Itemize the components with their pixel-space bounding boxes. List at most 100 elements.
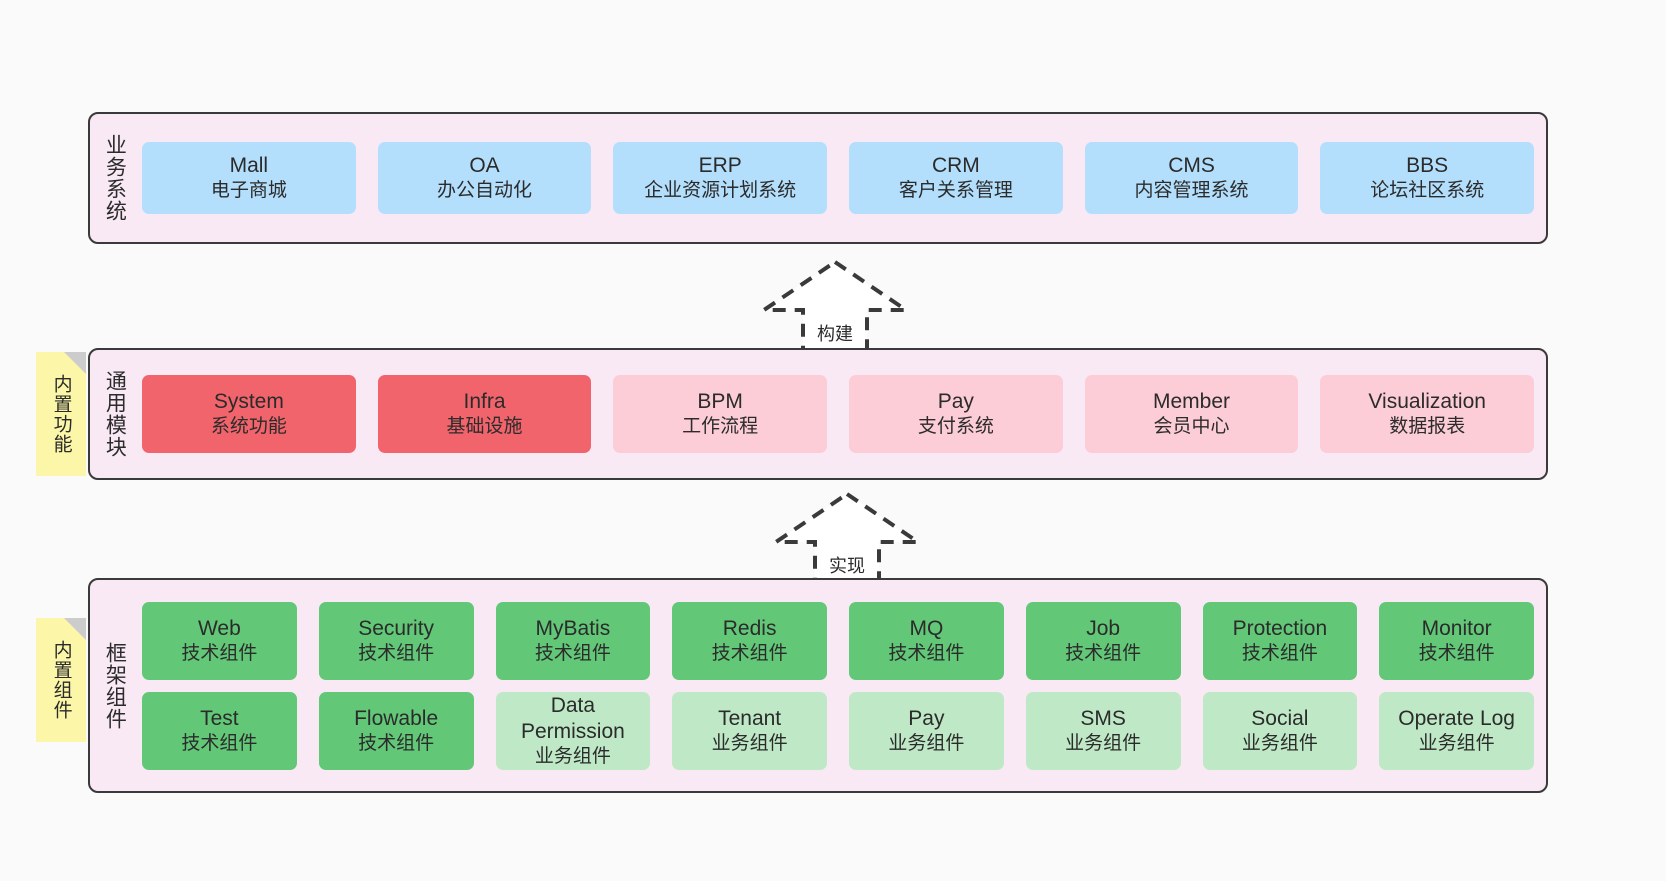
node-title-en: OA bbox=[469, 154, 500, 178]
node-title-en: Operate Log bbox=[1398, 706, 1515, 730]
node-monitor[interactable]: Monitor 技术组件 bbox=[1379, 601, 1534, 680]
node-title-en: Social bbox=[1251, 706, 1309, 730]
layer-body-business: Mall 电子商城 OA 办公自动化 ERP 企业资源计划系统 CRM 客户关系… bbox=[138, 114, 1546, 242]
node-flowable[interactable]: Flowable 技术组件 bbox=[318, 691, 474, 770]
node-system[interactable]: System 系统功能 bbox=[142, 375, 356, 453]
node-title-cn: 技术组件 bbox=[888, 642, 965, 664]
node-title-en: Pay bbox=[937, 390, 974, 414]
node-title-cn: 支付系统 bbox=[917, 416, 994, 438]
node-infra[interactable]: Infra 基础设施 bbox=[377, 375, 592, 453]
node-tenant[interactable]: Tenant 业务组件 bbox=[672, 691, 827, 770]
node-title-cn: 会员中心 bbox=[1153, 416, 1230, 438]
node-title-en: Protection bbox=[1232, 616, 1328, 640]
node-title-en: Visualization bbox=[1368, 390, 1486, 414]
arrow-up-icon bbox=[757, 259, 913, 352]
node-redis[interactable]: Redis 技术组件 bbox=[672, 601, 827, 680]
node-title-cn: 技术组件 bbox=[358, 642, 435, 664]
node-title-cn: 业务组件 bbox=[888, 732, 965, 754]
layer-row: Mall 电子商城 OA 办公自动化 ERP 企业资源计划系统 CRM 客户关系… bbox=[142, 142, 1535, 214]
node-title-en: ERP bbox=[698, 154, 742, 178]
node-title-cn: 工作流程 bbox=[682, 416, 759, 438]
node-title-en: Security bbox=[358, 616, 435, 640]
node-title-en: CMS bbox=[1168, 154, 1215, 178]
node-member[interactable]: Member 会员中心 bbox=[1084, 375, 1299, 453]
node-title-cn: 办公自动化 bbox=[437, 180, 533, 202]
node-title-en: System bbox=[213, 390, 284, 414]
layer-title-framework: 框架组件 bbox=[103, 641, 127, 730]
node-job[interactable]: Job 技术组件 bbox=[1025, 601, 1181, 680]
node-bbs[interactable]: BBS 论坛社区系统 bbox=[1320, 142, 1535, 214]
layer-row: Web 技术组件 Security 技术组件 MyBatis 技术组件 Redi… bbox=[142, 601, 1534, 680]
arrow-build: 构建 bbox=[757, 258, 913, 354]
node-social[interactable]: Social 业务组件 bbox=[1202, 691, 1358, 770]
node-title-en: Mall bbox=[229, 154, 269, 178]
node-protection[interactable]: Protection 技术组件 bbox=[1202, 601, 1358, 680]
node-title-cn: 系统功能 bbox=[210, 416, 287, 438]
layer-row: System 系统功能 Infra 基础设施 BPM 工作流程 Pay 支付系统… bbox=[142, 375, 1535, 453]
node-title-cn: 论坛社区系统 bbox=[1370, 180, 1485, 202]
layer-body-framework: Web 技术组件 Security 技术组件 MyBatis 技术组件 Redi… bbox=[138, 580, 1546, 791]
node-cms[interactable]: CMS 内容管理系统 bbox=[1084, 142, 1299, 214]
node-title-en: CRM bbox=[931, 154, 980, 178]
node-title-en: Monitor bbox=[1421, 616, 1492, 640]
node-title-en: Member bbox=[1153, 390, 1231, 414]
node-mq[interactable]: MQ 技术组件 bbox=[849, 601, 1004, 680]
node-mybatis[interactable]: MyBatis 技术组件 bbox=[495, 601, 651, 680]
layer-row: Test 技术组件 Flowable 技术组件 Data Permission … bbox=[142, 691, 1534, 770]
node-security[interactable]: Security 技术组件 bbox=[318, 601, 474, 680]
node-title-en: MQ bbox=[909, 616, 944, 640]
node-title-cn: 技术组件 bbox=[1241, 642, 1318, 664]
node-title-en: BBS bbox=[1406, 154, 1449, 178]
node-title-en: BPM bbox=[697, 390, 743, 414]
node-title-cn: 业务组件 bbox=[1418, 732, 1495, 754]
arrow-implement: 实现 bbox=[769, 490, 925, 586]
node-title-cn: 业务组件 bbox=[1241, 732, 1318, 754]
node-title-cn: 基础设施 bbox=[446, 416, 523, 438]
node-title-cn: 数据报表 bbox=[1389, 416, 1466, 438]
node-mall[interactable]: Mall 电子商城 bbox=[142, 142, 356, 214]
node-bpm[interactable]: BPM 工作流程 bbox=[613, 375, 828, 453]
node-title-cn: 技术组件 bbox=[534, 642, 611, 664]
node-title-en: Tenant bbox=[718, 706, 782, 730]
node-title-cn: 内容管理系统 bbox=[1134, 180, 1249, 202]
node-title-en: Test bbox=[200, 706, 239, 730]
node-title-cn: 业务组件 bbox=[1065, 732, 1142, 754]
node-title-cn: 技术组件 bbox=[181, 732, 258, 754]
layer-framework-components: 框架组件 Web 技术组件 Security 技术组件 MyBatis 技术组件… bbox=[88, 578, 1548, 793]
node-oa[interactable]: OA 办公自动化 bbox=[377, 142, 592, 214]
node-title-en: Redis bbox=[722, 616, 777, 640]
node-title-cn: 电子商城 bbox=[210, 180, 287, 202]
node-title-cn: 业务组件 bbox=[711, 732, 788, 754]
node-title-cn: 企业资源计划系统 bbox=[644, 180, 797, 202]
node-erp[interactable]: ERP 企业资源计划系统 bbox=[613, 142, 828, 214]
node-pay[interactable]: Pay 支付系统 bbox=[849, 375, 1063, 453]
layer-business-system: 业务系统 Mall 电子商城 OA 办公自动化 ERP 企业资源计划系统 CRM… bbox=[88, 112, 1548, 244]
node-web[interactable]: Web 技术组件 bbox=[142, 601, 297, 680]
node-pay-component[interactable]: Pay 业务组件 bbox=[849, 691, 1004, 770]
node-title-cn: 业务组件 bbox=[534, 745, 611, 767]
node-title-en: SMS bbox=[1080, 706, 1126, 730]
node-title-cn: 技术组件 bbox=[181, 642, 258, 664]
node-test[interactable]: Test 技术组件 bbox=[142, 691, 297, 770]
node-visualization[interactable]: Visualization 数据报表 bbox=[1320, 375, 1535, 453]
node-title-en: Data Permission bbox=[520, 693, 625, 743]
node-title-en: MyBatis bbox=[535, 616, 611, 640]
arrow-up-icon bbox=[769, 491, 925, 584]
sticky-note-builtin-features: 内置功能 bbox=[36, 352, 86, 476]
layer-title-business: 业务系统 bbox=[103, 134, 127, 222]
node-data-permission[interactable]: Data Permission 业务组件 bbox=[495, 691, 651, 770]
layer-common-modules: 通用模块 System 系统功能 Infra 基础设施 BPM 工作流程 Pay… bbox=[88, 348, 1548, 480]
node-sms[interactable]: SMS 业务组件 bbox=[1025, 691, 1181, 770]
node-title-en: Pay bbox=[908, 706, 945, 730]
node-title-en: Infra bbox=[463, 390, 506, 414]
node-title-cn: 技术组件 bbox=[1065, 642, 1142, 664]
node-title-en: Job bbox=[1086, 616, 1121, 640]
layer-title-modules: 通用模块 bbox=[103, 370, 127, 458]
node-title-cn: 客户关系管理 bbox=[898, 180, 1013, 202]
node-title-cn: 技术组件 bbox=[1418, 642, 1495, 664]
layer-body-modules: System 系统功能 Infra 基础设施 BPM 工作流程 Pay 支付系统… bbox=[138, 350, 1546, 478]
node-title-en: Web bbox=[197, 616, 241, 640]
node-operate-log[interactable]: Operate Log 业务组件 bbox=[1379, 691, 1534, 770]
node-crm[interactable]: CRM 客户关系管理 bbox=[849, 142, 1063, 214]
